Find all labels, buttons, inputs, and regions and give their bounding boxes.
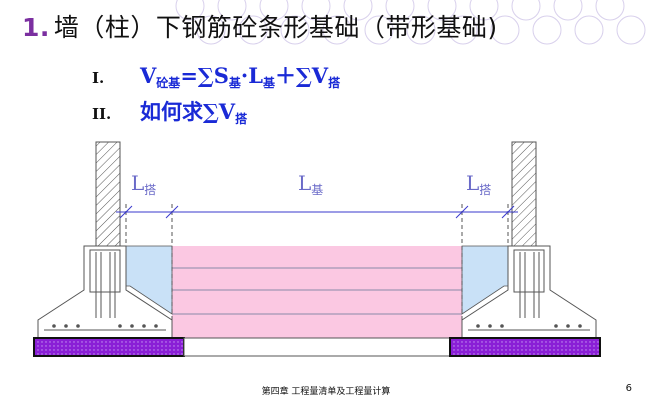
label-lap-left: L搭 [131, 171, 156, 197]
slide-title: 1.墙（柱）下钢筋砼条形基础（带形基础) [22, 8, 498, 44]
right-wall [511, 141, 537, 247]
formula-question: 如何求∑V搭 [140, 99, 248, 126]
decorative-circles [175, 0, 646, 45]
cushion-right [449, 337, 601, 357]
cushion-middle [183, 337, 451, 357]
title-text: 墙（柱）下钢筋砼条形基础（带形基础) [53, 13, 498, 42]
title-number: 1. [22, 13, 50, 42]
left-wall [95, 141, 121, 247]
list-marker: II. [92, 105, 112, 123]
list-item-1: I. V砼基=∑S基·L基＋∑V搭 [92, 60, 340, 91]
dimension-line [116, 205, 518, 219]
label-base-length: L基 [298, 171, 323, 197]
page-number: 6 [625, 383, 632, 394]
strip-foundation-diagram: L搭 L基 L搭 [33, 141, 601, 357]
slide-footer: 第四章 工程量清单及工程量计算 [261, 387, 391, 397]
formula-total-volume: V砼基=∑S基·L基＋∑V搭 [140, 63, 341, 90]
list-item-2: II. 如何求∑V搭 [92, 96, 247, 127]
cushion-left [33, 337, 185, 357]
right-foundation-section [461, 245, 597, 339]
list-marker: I. [92, 69, 105, 87]
label-lap-right: L搭 [466, 171, 491, 197]
foundation-body [172, 246, 462, 338]
